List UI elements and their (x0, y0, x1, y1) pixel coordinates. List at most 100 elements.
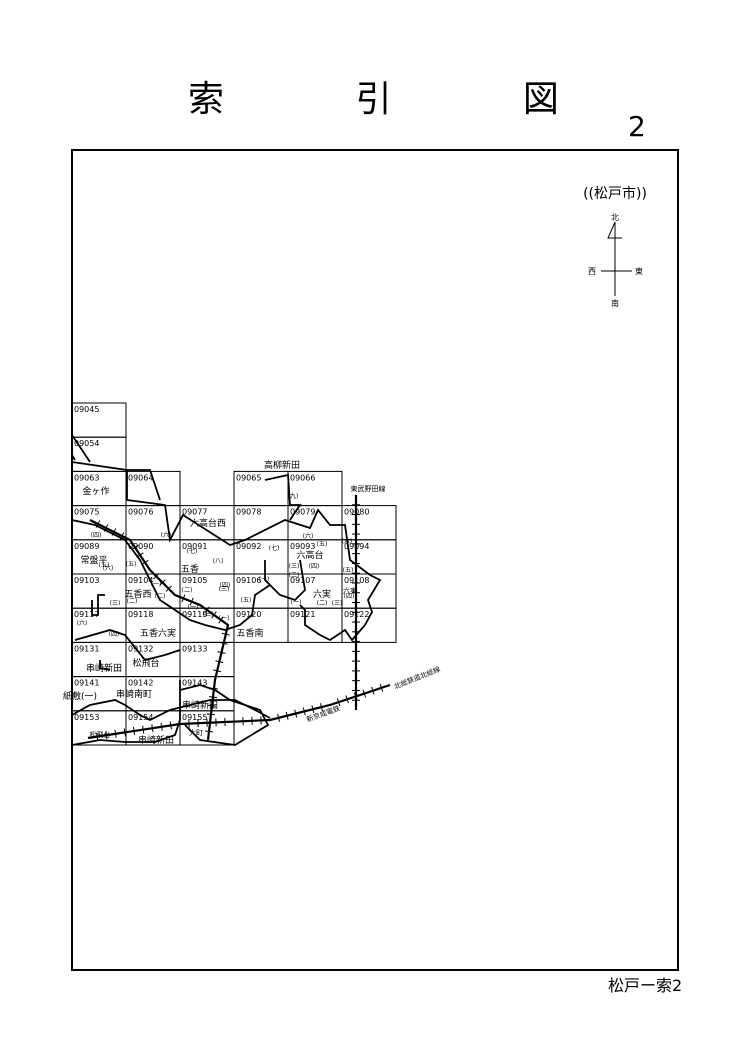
rail-tick (345, 695, 349, 704)
sheet-code: 09141 (74, 679, 99, 688)
chome-marker: (六) (77, 619, 88, 627)
chome-marker: (四) (344, 593, 355, 600)
sheet-code: 09045 (74, 405, 99, 414)
sheet-code: 09091 (182, 542, 207, 551)
sheet-code: 09076 (128, 508, 153, 517)
sheet-code: 09104 (128, 576, 153, 585)
sheet-code: 09119 (182, 610, 207, 619)
place-name: 紙敷(一) (63, 690, 97, 702)
rail-tick (379, 683, 384, 692)
sheet-code: 09122 (344, 610, 369, 619)
chome-marker: (三) (219, 586, 230, 593)
sheet-code: 09065 (236, 473, 261, 482)
rail-tick (362, 689, 367, 698)
chome-marker: (六) (303, 532, 314, 540)
rail-tick (105, 731, 108, 740)
rail-tick (219, 641, 228, 645)
chome-marker: (一) (291, 599, 302, 606)
chome-marker: (五) (343, 567, 354, 574)
sheet-code: 09153 (74, 713, 99, 722)
place-name: 串崎南町 (116, 688, 152, 700)
boundary-line (179, 684, 270, 746)
boundary-line (127, 469, 161, 501)
rail-tick (336, 698, 341, 707)
chome-marker: (八) (213, 558, 224, 565)
rail-tick (119, 532, 125, 540)
place-name: 五香南 (236, 627, 263, 639)
chome-marker: (七) (187, 547, 198, 555)
rail-tick (132, 726, 136, 736)
rail-tick (204, 606, 210, 614)
chome-marker: (一) (188, 604, 199, 611)
rail-tick (218, 616, 224, 624)
rail-tick (111, 528, 117, 536)
sheet-grid (71, 402, 397, 746)
boundary-line (71, 461, 382, 642)
rail-tick (209, 687, 219, 690)
place-name: 串崎新田 (182, 699, 218, 711)
sheet-code: 09080 (344, 508, 369, 517)
sheet-code: 09064 (128, 473, 153, 482)
rail-tick (311, 705, 315, 714)
footer-label: 松戸ー索2 (608, 976, 683, 995)
sheet-code: 09089 (74, 542, 99, 551)
sheet-code: 09066 (290, 473, 315, 482)
railway-label-hokuso: 北総鉄道北総線 (393, 664, 442, 691)
chome-marker: (二) (127, 598, 138, 605)
rail-tick (165, 585, 172, 592)
rail-tick (181, 594, 186, 603)
boundary-line (91, 594, 105, 616)
place-name: 松飛台 (132, 657, 159, 669)
chome-marker: (六) (103, 564, 114, 572)
sheet-code: 09107 (290, 576, 315, 585)
rail-tick (114, 729, 117, 738)
chome-marker: (五) (99, 562, 110, 569)
rail-tick (96, 732, 99, 741)
chome-marker: (四) (109, 631, 120, 638)
rail-tick (189, 597, 194, 606)
chome-marker: (二) (182, 587, 193, 594)
railway-hokuso (87, 683, 391, 740)
place-name: 串崎新田 (86, 662, 122, 674)
rail-tick (169, 721, 172, 730)
sheet-code: 09105 (182, 576, 207, 585)
place-name: 六実 (313, 588, 331, 600)
rail-tick (141, 559, 149, 566)
chome-marker: (三) (332, 600, 343, 607)
place-name: 六実 (343, 586, 357, 595)
rail-tick (353, 692, 358, 701)
sheet-code: 09108 (344, 576, 369, 585)
chome-marker: (三) (289, 563, 300, 570)
rail-tick (205, 721, 215, 724)
sheet-code: 09054 (74, 439, 99, 448)
place-name: 串崎新田 (138, 734, 174, 746)
chome-marker: (四) (91, 532, 102, 539)
sheet-code: 09133 (182, 644, 207, 653)
rail-tick (213, 669, 222, 673)
place-name: 常盤平 (80, 554, 107, 566)
sheet-code: 09063 (74, 473, 99, 482)
sheet-code: 09118 (128, 610, 153, 619)
place-name: 高柳新田 (264, 459, 300, 471)
sheet-cell[interactable] (179, 710, 235, 746)
rail-tick (103, 524, 109, 532)
chome-marker: (五) (241, 597, 252, 604)
sheet-code: 09094 (344, 542, 369, 551)
boundary-line (71, 519, 271, 631)
district-boundaries (71, 434, 382, 746)
sheet-code: 09106 (236, 576, 261, 585)
place-name: 五香六実 (140, 627, 176, 639)
sheet-code: 09079 (290, 508, 315, 517)
rail-tick (151, 724, 154, 733)
sheet-code: 09154 (128, 713, 153, 722)
boundary-line (71, 699, 271, 722)
rail-tick (142, 725, 145, 734)
rail-tick (277, 713, 281, 722)
sheet-code: 09143 (182, 679, 207, 688)
chome-marker: (六) (161, 531, 172, 539)
place-name: 五香 (181, 564, 199, 575)
sheet-cell[interactable] (341, 607, 397, 643)
railway-label-tobu-noda: 東武野田線 (351, 484, 386, 493)
sheet-code: 09090 (128, 542, 153, 551)
sheet-code: 09077 (182, 508, 207, 517)
